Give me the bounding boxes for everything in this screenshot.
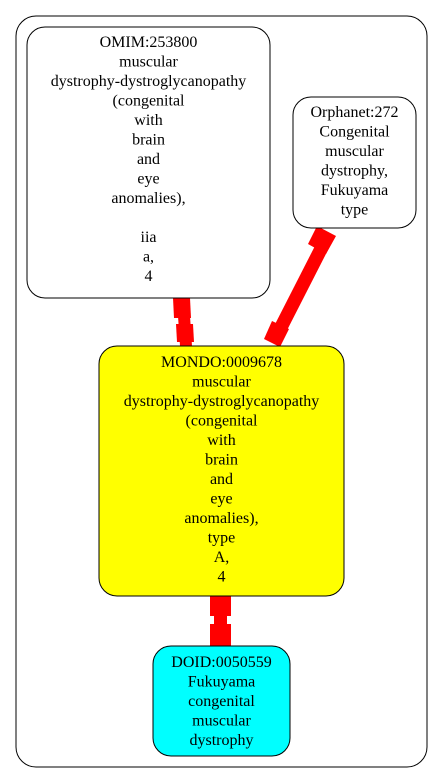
node-omim[interactable]: OMIM:253800 muscular dystrophy-dystroglyca…: [26, 26, 271, 299]
node-mondo-label-line: 4: [218, 569, 226, 586]
node-omim-label-line: dystrophy-dystroglycanopathy: [51, 73, 247, 90]
node-omim-label-line: a,: [143, 249, 154, 266]
node-omim-label-line: anomalies),: [111, 190, 185, 207]
node-omim-label-line: and: [137, 151, 160, 168]
edge-omim-mondo-tail-marker: [173, 298, 191, 318]
node-mondo-label-line: A,: [214, 549, 230, 566]
nodes: OMIM:253800 muscular dystrophy-dystroglyca…: [26, 26, 417, 757]
node-mondo-label-line: brain: [205, 452, 238, 469]
node-omim-label-line: (congenital: [113, 93, 186, 110]
edges: [173, 226, 336, 646]
node-omim-label-line: iia: [141, 229, 157, 246]
node-omim-box: [26, 26, 271, 299]
node-mondo-label-line: type: [208, 530, 236, 547]
edge-omim-mondo: [173, 298, 194, 346]
node-orphanet-box: [292, 96, 417, 229]
node-doid-label-line: DOID:0050559: [171, 654, 271, 671]
edge-mondo-doid-head-marker: [210, 624, 231, 646]
edge-mondo-doid-tail-marker: [210, 596, 231, 616]
node-omim-label-line: brain: [132, 132, 165, 149]
node-mondo[interactable]: MONDO:0009678 muscular dystrophy-dystrogly…: [98, 345, 345, 597]
node-doid-label-line: muscular: [192, 713, 251, 730]
node-mondo-label-line: (congenital: [186, 413, 259, 430]
node-orphanet-label-line: Fukuyama: [321, 182, 389, 199]
edge-omim-mondo-head-marker: [176, 324, 194, 342]
edge-orphanet-mondo-tail-marker: [308, 226, 336, 254]
node-doid-label-line: Fukuyama: [188, 674, 256, 691]
node-omim-label-line: eye: [137, 171, 159, 188]
node-doid-label-line: dystrophy: [190, 732, 254, 749]
edge-orphanet-mondo: [264, 226, 336, 347]
node-mondo-box: [98, 345, 345, 597]
node-mondo-label-line: and: [210, 471, 233, 488]
node-omim-label-line: 4: [145, 268, 153, 285]
node-mondo-label-line: dystrophy-dystroglycanopathy: [124, 393, 320, 410]
node-orphanet-label-line: muscular: [325, 143, 384, 160]
node-omim-label: OMIM:253800 muscular dystrophy-dystroglyca…: [51, 34, 247, 285]
node-omim-label-line: muscular: [119, 54, 178, 71]
node-doid-box: [152, 645, 291, 757]
node-omim-label-line: OMIM:253800: [100, 34, 198, 51]
edge-mondo-doid: [210, 596, 231, 646]
node-mondo-label-line: muscular: [192, 374, 251, 391]
edge-orphanet-mondo-line: [268, 240, 330, 344]
node-orphanet-label-line: Orphanet:272: [311, 104, 399, 121]
node-mondo-label-line: anomalies),: [184, 510, 258, 527]
node-mondo-label-line: eye: [210, 491, 232, 508]
node-orphanet-label-line: type: [341, 202, 369, 219]
node-mondo-label-line: with: [207, 432, 235, 449]
node-doid-label-line: congenital: [188, 693, 255, 710]
node-orphanet-label-line: Congenital: [319, 124, 390, 141]
edge-orphanet-mondo-head-marker: [264, 321, 289, 347]
node-mondo-label: MONDO:0009678 muscular dystrophy-dystrogly…: [124, 354, 320, 586]
node-orphanet-label-line: dystrophy,: [321, 163, 388, 180]
node-mondo-label-line: MONDO:0009678: [161, 354, 282, 371]
node-omim-label-line: with: [134, 112, 162, 129]
